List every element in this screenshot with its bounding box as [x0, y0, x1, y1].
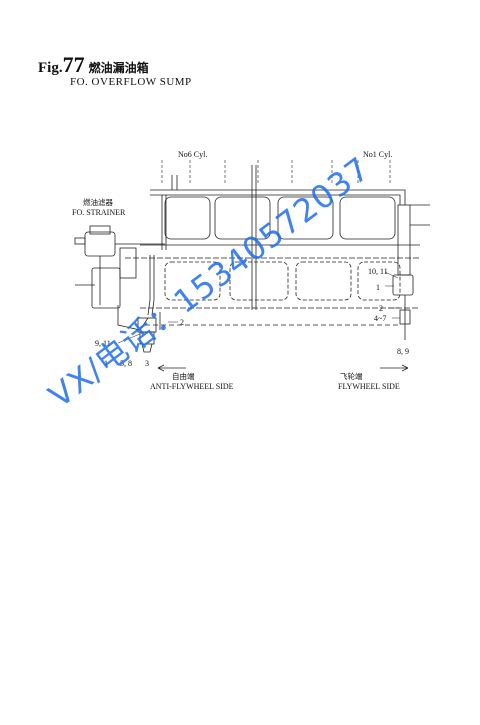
strainer-assembly [74, 225, 165, 309]
cylinder-label-no6: No6 Cyl. [178, 150, 207, 159]
leader-lines [117, 271, 400, 344]
lower-box-row [164, 261, 401, 301]
strainer-label-en: FO. STRAINER [72, 208, 126, 217]
flywheel-side-en: FLYWHEEL SIDE [338, 382, 400, 391]
part-4-7: 4~7 [374, 314, 386, 323]
part-1-right: 1 [376, 283, 380, 292]
vertical-shafts [161, 165, 257, 310]
part-3: 3 [145, 359, 149, 368]
upper-pipe [150, 175, 406, 205]
figure-subtitle: FO. OVERFLOW SUMP [70, 76, 192, 88]
top-guide-lines [161, 160, 391, 185]
figure-label: Fig. [38, 60, 63, 76]
part-9-11: 9, 11 [95, 339, 111, 348]
arrow-left [157, 364, 186, 372]
overflow-sump-tank [137, 317, 157, 353]
part-5-8: 5, 8 [120, 359, 132, 368]
right-drain-assembly [392, 204, 430, 340]
anti-flywheel-side-en: ANTI-FLYWHEEL SIDE [150, 382, 234, 391]
part-8-9: 8, 9 [397, 347, 409, 356]
arrow-right [380, 364, 409, 372]
frame-lines [125, 244, 420, 330]
figure-number: 77 [62, 52, 85, 77]
flywheel-side-zh: 飞轮端 [340, 371, 363, 381]
part-1-left: 1 [104, 359, 108, 368]
part-10-11: 10, 11 [368, 267, 388, 276]
left-drain-pipe [117, 255, 155, 331]
figure-title-zh: 燃油漏油箱 [88, 61, 149, 75]
upper-box-row [164, 196, 396, 240]
cylinder-label-no1: No1 Cyl. [363, 150, 392, 159]
part-2-right: 2 [379, 304, 383, 313]
strainer-label-zh: 燃油滤器 [83, 197, 113, 207]
anti-flywheel-side-zh: 自由端 [172, 371, 195, 381]
part-2-left: 2 [180, 318, 184, 327]
